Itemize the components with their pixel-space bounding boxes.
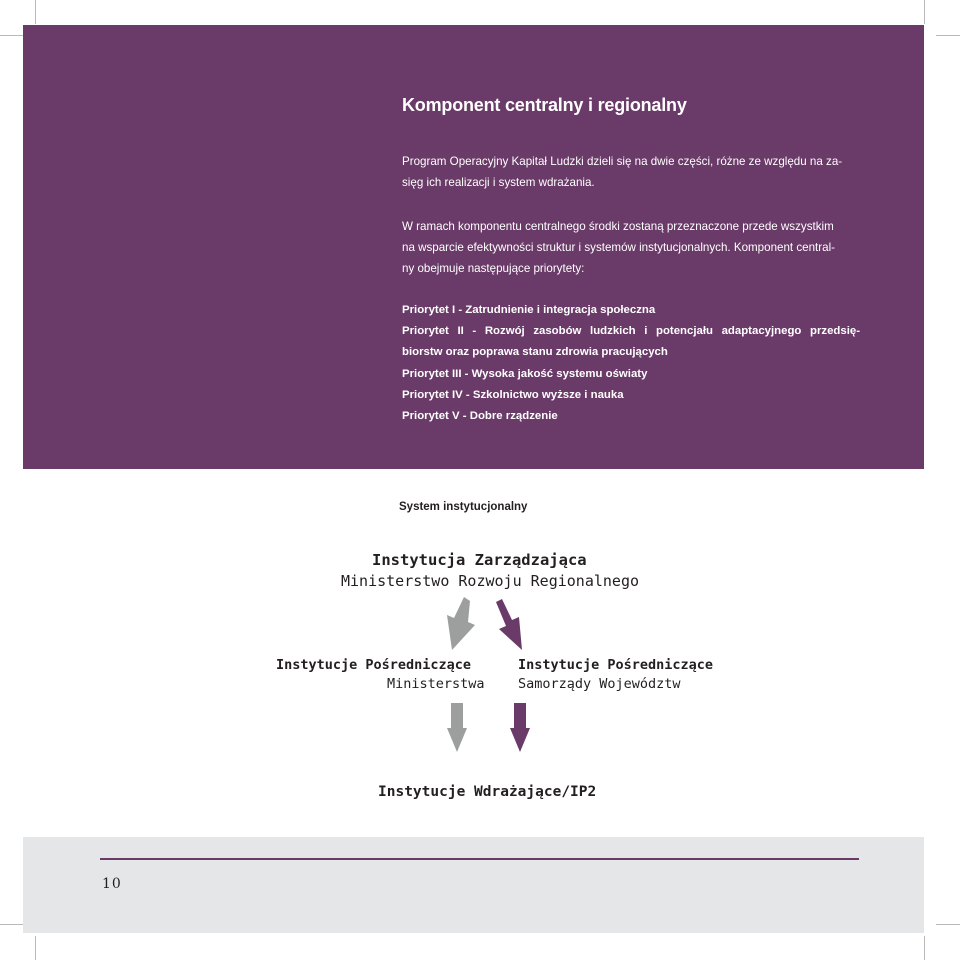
crop-mark xyxy=(936,35,960,36)
paragraph-line: Program Operacyjny Kapitał Ludzki dzieli… xyxy=(402,155,843,168)
priority-item: Priorytet I - Zatrudnienie i integracja … xyxy=(402,304,656,316)
managing-authority-subtitle: Ministerstwo Rozwoju Regionalnego xyxy=(341,572,640,590)
paragraph-line: sięg ich realizacji i system wdrażania. xyxy=(402,176,595,189)
section-title: Komponent centralny i regionalny xyxy=(402,95,687,115)
system-heading: System instytucjonalny xyxy=(399,501,528,513)
managing-authority-title: Instytucja Zarządzająca xyxy=(372,551,587,569)
priority-item: Priorytet V - Dobre rządzenie xyxy=(402,410,558,422)
arrow-purple-down xyxy=(510,703,530,752)
crop-mark xyxy=(35,936,36,960)
crop-mark xyxy=(0,924,24,925)
footer-band xyxy=(23,837,924,933)
priority-item: Priorytet IV - Szkolnictwo wyższe i nauk… xyxy=(402,389,624,401)
paragraph-line: na wsparcie efektywności struktur i syst… xyxy=(402,241,836,254)
paragraph-line: W ramach komponentu centralnego środki z… xyxy=(402,220,834,233)
crop-mark xyxy=(936,924,960,925)
arrow-grey-down xyxy=(447,703,467,752)
arrow-purple-diagonal xyxy=(496,599,522,650)
intermediate-right-subtitle: Samorządy Województw xyxy=(518,676,681,692)
priority-item: biorstw oraz poprawa stanu zdrowia pracu… xyxy=(402,346,668,358)
paragraph-line: ny obejmuje następujące priorytety: xyxy=(402,262,585,275)
intro-paragraph-2: W ramach komponentu centralnego środki z… xyxy=(402,216,872,279)
crop-mark xyxy=(35,0,36,24)
crop-mark xyxy=(924,0,925,24)
intro-paragraph-1: Program Operacyjny Kapitał Ludzki dzieli… xyxy=(402,151,872,193)
page-number: 10 xyxy=(102,876,122,892)
implementing-institution-title: Instytucje Wdrażające/IP2 xyxy=(378,784,597,800)
intermediate-right-title: Instytucje Pośredniczące xyxy=(518,657,714,673)
priority-item: Priorytet II - Rozwój zasobów ludzkich i… xyxy=(402,325,860,337)
intermediate-left-subtitle: Ministerstwa xyxy=(387,676,485,692)
intro-panel xyxy=(23,25,924,469)
priority-item: Priorytet III - Wysoka jakość systemu oś… xyxy=(402,368,648,380)
arrow-grey-diagonal xyxy=(447,597,475,650)
crop-mark xyxy=(924,936,925,960)
footer-divider xyxy=(100,858,859,860)
intermediate-left-title: Instytucje Pośredniczące xyxy=(276,657,472,673)
crop-mark xyxy=(0,35,24,36)
